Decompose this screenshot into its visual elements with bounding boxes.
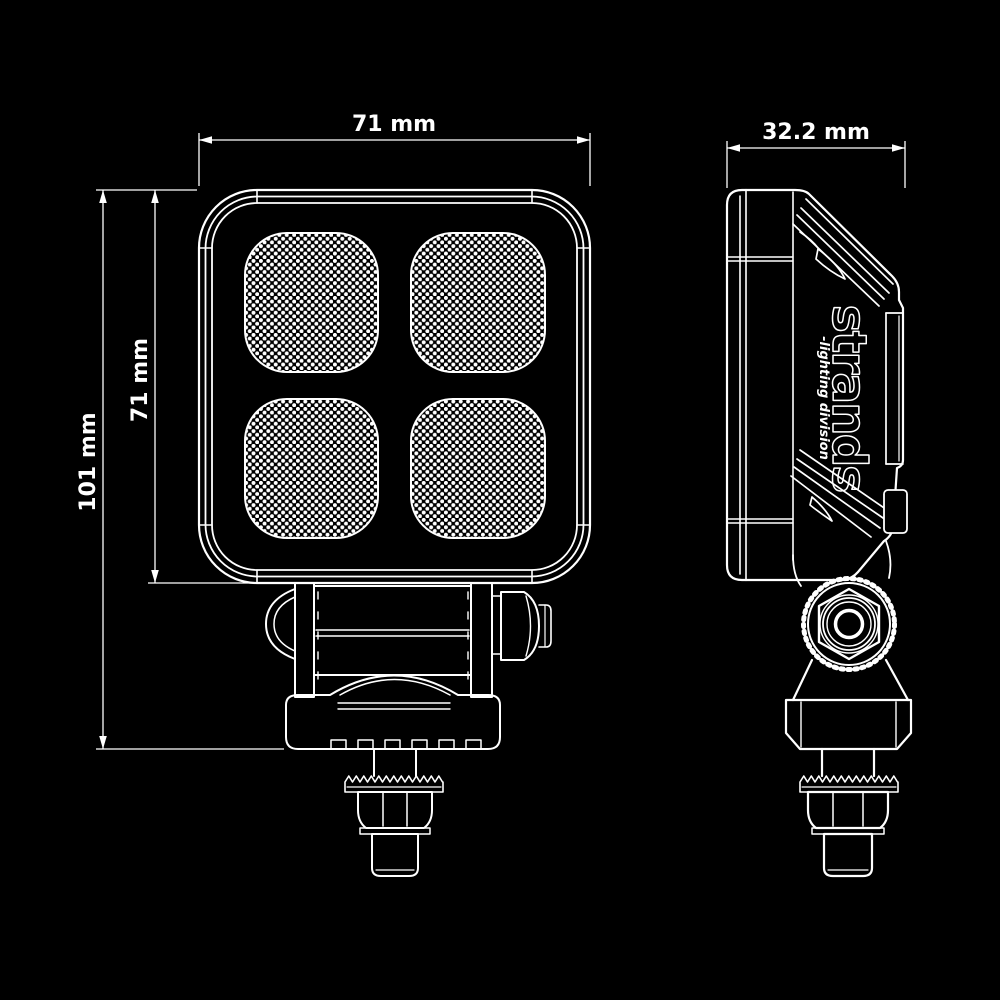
arrowhead-right xyxy=(892,144,905,152)
lens-array xyxy=(244,232,546,539)
pivot-cap-left xyxy=(265,588,296,660)
dim-front-width: 71 mm xyxy=(198,112,591,186)
dimensions: 71 mm 32.2 mm 101 mm 71 mm xyxy=(76,112,906,750)
base-teeth xyxy=(330,739,482,750)
arrowhead-bottom xyxy=(151,570,159,583)
arrowhead-bottom xyxy=(99,736,107,749)
lens-top-right xyxy=(410,232,546,373)
dim-front-total-height: 101 mm xyxy=(76,189,284,750)
dim-label-side-depth: 32.2 mm xyxy=(762,120,870,145)
arrowhead-top xyxy=(99,190,107,203)
heatsink-fin-top xyxy=(792,198,894,307)
lens-bottom-left xyxy=(244,398,379,539)
connector-tab xyxy=(883,489,908,534)
side-lens-strip xyxy=(725,188,794,582)
mounting-stem xyxy=(373,748,417,777)
lens-top-left xyxy=(244,232,379,373)
side-serrated-washer xyxy=(799,775,899,793)
heatsink-fin-bottom xyxy=(790,449,891,538)
bracket-arm-left xyxy=(294,582,315,698)
serrated-washer xyxy=(344,775,444,793)
arrowhead-left xyxy=(727,144,740,152)
front-mounting-bracket xyxy=(265,582,552,877)
mounting-stud xyxy=(371,833,419,877)
dim-front-inner-height: 71 mm xyxy=(128,190,296,584)
side-mounting-stud xyxy=(822,832,874,878)
dim-label-front-total-height: 101 mm xyxy=(76,412,101,511)
lens-bottom-right xyxy=(410,398,546,539)
side-bracket-base xyxy=(784,658,913,778)
pivot-bolt xyxy=(491,591,552,661)
side-view: strands -lighting division xyxy=(725,188,913,878)
bezel-tick-marks xyxy=(198,189,591,584)
front-view xyxy=(197,188,592,877)
arrowhead-right xyxy=(577,136,590,144)
arrowhead-left xyxy=(199,136,212,144)
dim-label-front-inner-height: 71 mm xyxy=(128,338,153,422)
hex-nut xyxy=(357,791,433,835)
bracket-base xyxy=(285,674,501,750)
pivot-hex-nut xyxy=(817,587,881,661)
rear-panel xyxy=(885,312,904,465)
pivot-bore xyxy=(833,608,865,640)
serrated-ring xyxy=(801,576,897,672)
brand-logo: strands xyxy=(821,305,876,491)
side-pivot-joint xyxy=(792,540,897,672)
front-housing xyxy=(197,188,592,585)
brand-tagline: -lighting division xyxy=(816,336,831,460)
dim-side-depth: 32.2 mm xyxy=(726,120,906,188)
arrowhead-top xyxy=(151,190,159,203)
dim-label-front-width: 71 mm xyxy=(352,112,436,137)
